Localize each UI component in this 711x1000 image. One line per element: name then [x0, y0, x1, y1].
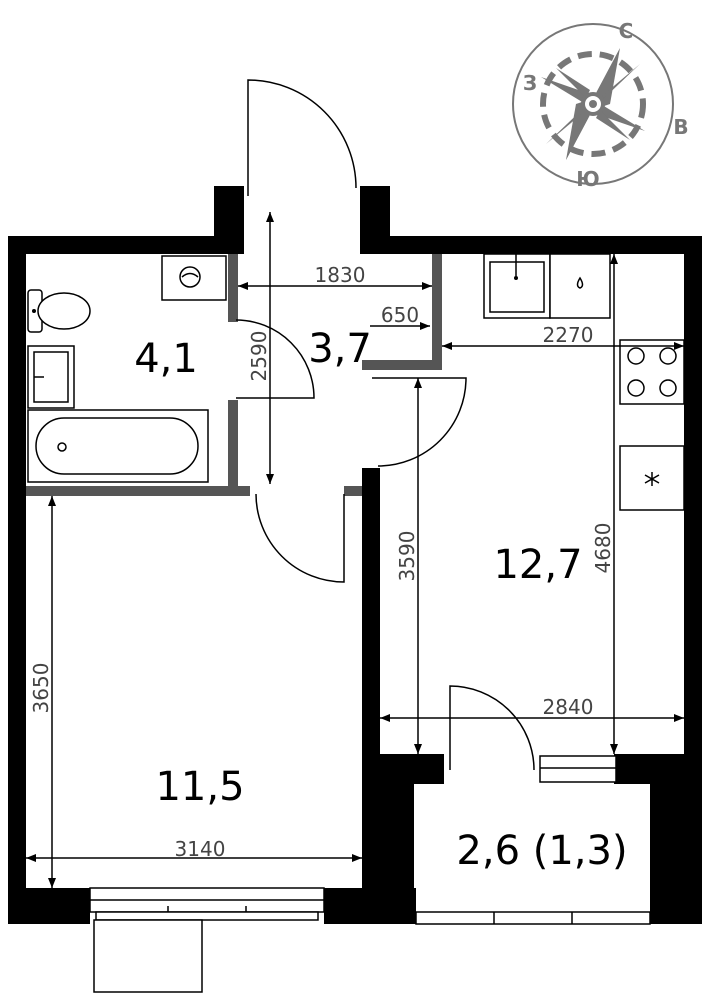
bathtub — [27, 409, 209, 483]
dim-bedroom-height: 3650 — [29, 663, 53, 714]
dim-hall-length: 2590 — [247, 331, 271, 382]
compass-south: Ю — [576, 167, 599, 191]
compass-west: З — [523, 71, 537, 95]
area-bedroom: 11,5 — [155, 764, 244, 810]
stove — [619, 339, 685, 405]
kitchen-sink — [483, 253, 551, 319]
bedroom-window — [89, 887, 325, 993]
washing-machine — [161, 255, 227, 301]
toilet — [27, 289, 91, 333]
compass-north: С — [619, 19, 634, 43]
dimension-labels: 1830 2590 650 2270 3590 4680 2840 3650 3… — [29, 263, 615, 861]
dim-kitchen-height-right: 4680 — [591, 523, 615, 574]
washbasin — [27, 345, 75, 409]
outer-walls — [8, 186, 702, 924]
dim-hall-width: 1830 — [315, 263, 366, 287]
balcony-window — [415, 911, 651, 925]
doors — [235, 79, 535, 771]
dishwasher — [549, 253, 611, 319]
area-balcony: 2,6 (1,3) — [456, 828, 627, 874]
area-hall: 3,7 — [308, 326, 372, 372]
fridge — [619, 445, 685, 511]
compass-rose: С З В Ю — [512, 19, 689, 191]
area-kitchen: 12,7 — [493, 542, 582, 588]
partitions — [26, 254, 442, 496]
dim-kitchen-top: 2270 — [543, 323, 594, 347]
dim-hall-niche: 650 — [381, 303, 419, 327]
room-labels: 4,1 3,7 12,7 11,5 2,6 (1,3) — [134, 326, 627, 874]
area-bathroom: 4,1 — [134, 336, 198, 382]
dimension-lines — [26, 212, 684, 888]
compass-east: В — [673, 115, 688, 139]
kitchen-balcony-window — [539, 755, 617, 783]
dim-kitchen-bottom: 2840 — [543, 695, 594, 719]
dim-kitchen-height-left: 3590 — [395, 531, 419, 582]
dim-bedroom-width: 3140 — [175, 837, 226, 861]
